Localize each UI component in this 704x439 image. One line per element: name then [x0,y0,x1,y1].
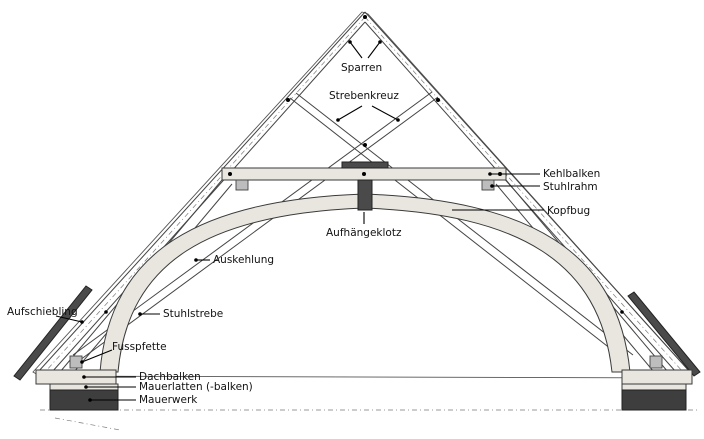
left-rafter-axis [44,16,366,373]
hanger-block [357,179,373,211]
label-fusspfette: Fusspfette [112,341,167,353]
label-aufhaengeklotz: Aufhängeklotz [326,227,402,239]
purlin-right [481,179,495,191]
label-stuhlstrebe: Stuhlstrebe [163,308,223,320]
arch-kopfbug [99,193,631,373]
right-masonry [621,389,687,411]
base-line-hint [54,417,121,431]
collar-plate [341,161,389,169]
leader-lines [55,40,544,402]
right-tie-beam [621,369,693,385]
right-rafter-axis [364,16,684,373]
brace-left-to-right-a [289,97,626,361]
purlin-left [235,179,249,191]
right-sprocket [627,291,701,377]
left-sprocket [13,285,93,381]
label-dachbalken: Dachbalken [139,371,201,383]
label-aufschiebling: Aufschiebling [7,306,78,318]
left-rafter-bottom [51,21,366,373]
label-mauerlatten: Mauerlatten (-balken) [139,381,253,393]
label-kopfbug: Kopfbug [547,205,590,217]
label-sparren: Sparren [341,62,382,74]
label-mauerwerk: Mauerwerk [139,394,198,406]
joint-pins [104,15,624,314]
right-wall-plate [621,383,687,391]
label-auskehlung: Auskehlung [213,254,274,266]
label-stuhlrahm: Stuhlrahm [543,181,598,193]
brace-left-to-right-b [295,92,634,356]
right-foot-purlin [649,355,663,369]
left-rafter-top [37,11,366,373]
left-foot-purlin [69,355,83,369]
right-rafter-top [364,11,691,373]
brace-right-to-left-a [79,96,439,361]
label-strebenkreuz: Strebenkreuz [329,90,399,102]
label-kehlbalken: Kehlbalken [543,168,600,180]
